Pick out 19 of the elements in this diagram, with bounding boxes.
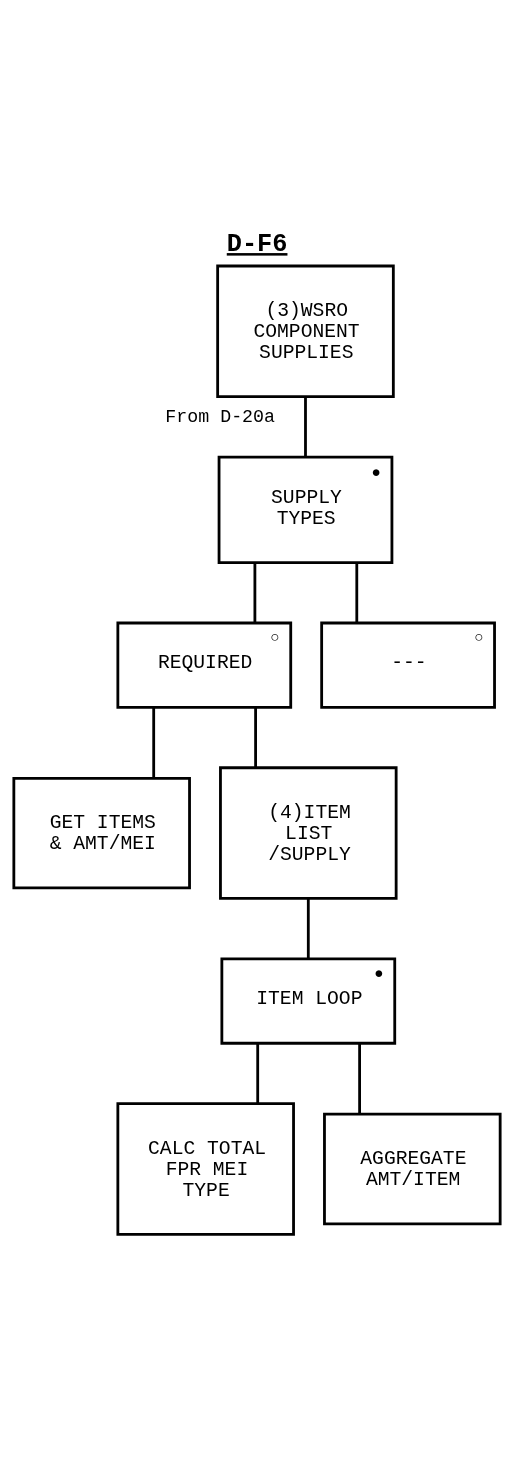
node-box: ○ --- (320, 621, 496, 709)
node-box: (3)WSRO COMPONENT SUPPLIES (216, 264, 395, 398)
connector (253, 562, 257, 623)
node-box: ○ REQUIRED (116, 621, 293, 709)
connector (355, 562, 359, 623)
diagram-title: D-F6 (226, 229, 288, 259)
connector (256, 1042, 260, 1103)
connector (306, 898, 310, 959)
node-box: (4)ITEM LIST /SUPPLY (219, 765, 398, 900)
edge-label: From D-20a (165, 406, 275, 427)
node-box: GET ITEMS & AMT/MEI (12, 776, 191, 889)
node-box: ● ITEM LOOP (220, 957, 397, 1045)
connector (152, 707, 156, 778)
connector (358, 1042, 361, 1114)
node-box: AGGREGATE AMT/ITEM (323, 1112, 502, 1225)
connector (304, 396, 307, 457)
node-box: ● SUPPLY TYPES (217, 455, 394, 564)
node-box: CALC TOTAL FPR MEI TYPE (116, 1101, 295, 1236)
connector (254, 707, 257, 767)
